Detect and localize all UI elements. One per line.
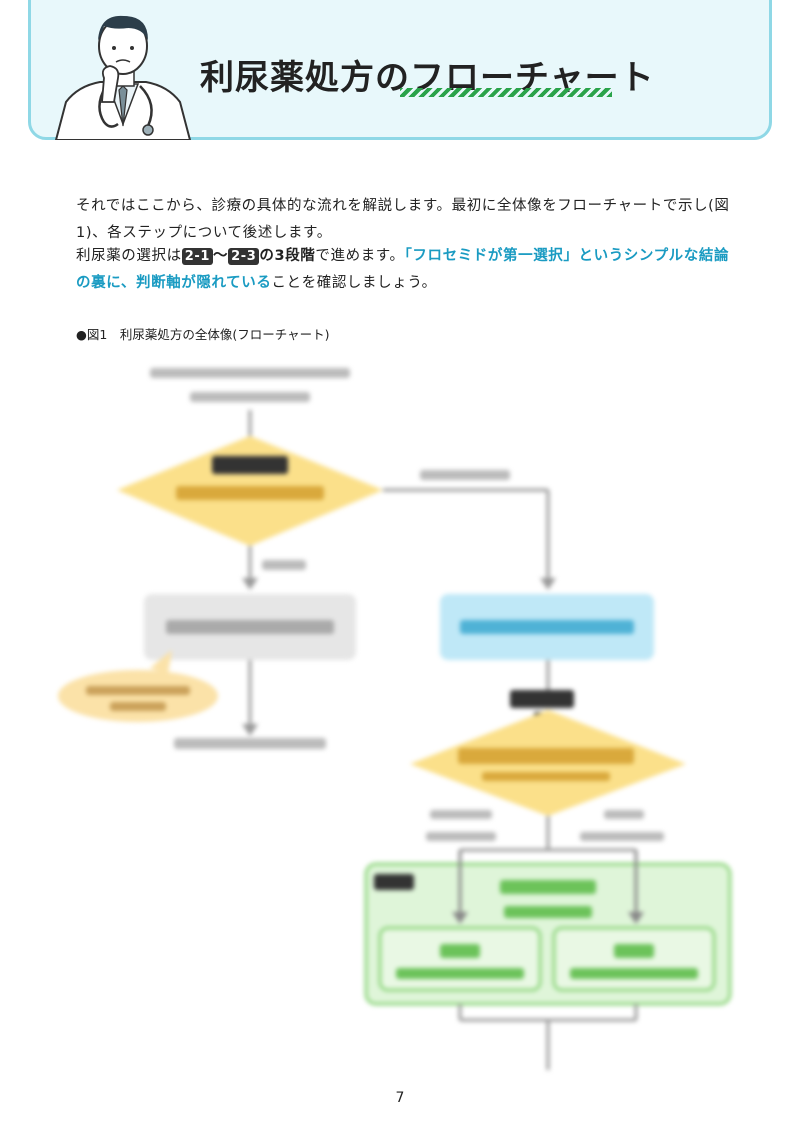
arrow-head bbox=[242, 578, 258, 590]
note-text bbox=[86, 686, 190, 695]
branch-label-unstable bbox=[430, 810, 492, 819]
furosemide-text bbox=[500, 880, 596, 894]
flow-start-text-2 bbox=[190, 392, 310, 402]
intro-line-2-end: ことを確認しましょう。 bbox=[271, 275, 437, 291]
branch-label-unstable-2 bbox=[426, 832, 496, 841]
arrow-head bbox=[540, 578, 556, 590]
oral-text bbox=[614, 944, 654, 958]
branch-label-stable-2 bbox=[580, 832, 664, 841]
container-tag bbox=[374, 874, 414, 890]
flowchart bbox=[58, 368, 732, 1070]
figure-caption: ●図1 利尿薬処方の全体像(フローチャート) bbox=[76, 327, 330, 342]
flow-start-text bbox=[150, 368, 350, 378]
step-chip-2-3: 2-3 bbox=[228, 248, 260, 265]
highlight-conclusion: 「フロセミドが第一選択」というシンプルな結論の裏に、判断軸が隠れている bbox=[76, 248, 730, 291]
doctor-illustration bbox=[54, 15, 192, 140]
branch-label-no bbox=[262, 560, 306, 570]
arrow-head bbox=[628, 912, 644, 924]
iv-subtext bbox=[396, 968, 524, 979]
note-text-2 bbox=[110, 702, 166, 711]
arrow-head bbox=[242, 724, 258, 736]
no-indication-text bbox=[166, 620, 334, 634]
note-bubble-tail bbox=[150, 650, 172, 674]
step-chip-2-1: 2-1 bbox=[181, 248, 213, 265]
step-label-1 bbox=[212, 456, 288, 474]
other-treatment-text bbox=[174, 738, 326, 749]
arrow-head bbox=[452, 912, 468, 924]
oral-box bbox=[552, 926, 716, 992]
branch-label-stable bbox=[604, 810, 644, 819]
tilde: ～ bbox=[213, 248, 229, 264]
title-underline bbox=[400, 88, 612, 97]
indication-text bbox=[460, 620, 634, 634]
intro-line-2-mid: で進めます。 bbox=[315, 248, 405, 264]
furosemide-subtext bbox=[504, 906, 592, 918]
step-label-2 bbox=[510, 690, 574, 708]
page-number: 7 bbox=[395, 1090, 405, 1106]
iv-text bbox=[440, 944, 480, 958]
oral-subtext bbox=[570, 968, 698, 979]
iv-box bbox=[378, 926, 542, 992]
note-bubble bbox=[58, 670, 218, 722]
intro-line-1: それではここから、診療の具体的な流れを解説します。最初に全体像をフローチャートで… bbox=[76, 198, 730, 241]
decision-subtext-2 bbox=[482, 772, 610, 781]
decision-text-1 bbox=[176, 486, 324, 500]
decision-text-2 bbox=[458, 748, 634, 764]
intro-paragraph-1: それではここから、診療の具体的な流れを解説します。最初に全体像をフローチャートで… bbox=[76, 193, 736, 247]
three-steps-text: の3段階 bbox=[259, 248, 316, 264]
intro-line-2-pre: 利尿薬の選択は bbox=[76, 248, 182, 264]
branch-label-yes bbox=[420, 470, 510, 480]
